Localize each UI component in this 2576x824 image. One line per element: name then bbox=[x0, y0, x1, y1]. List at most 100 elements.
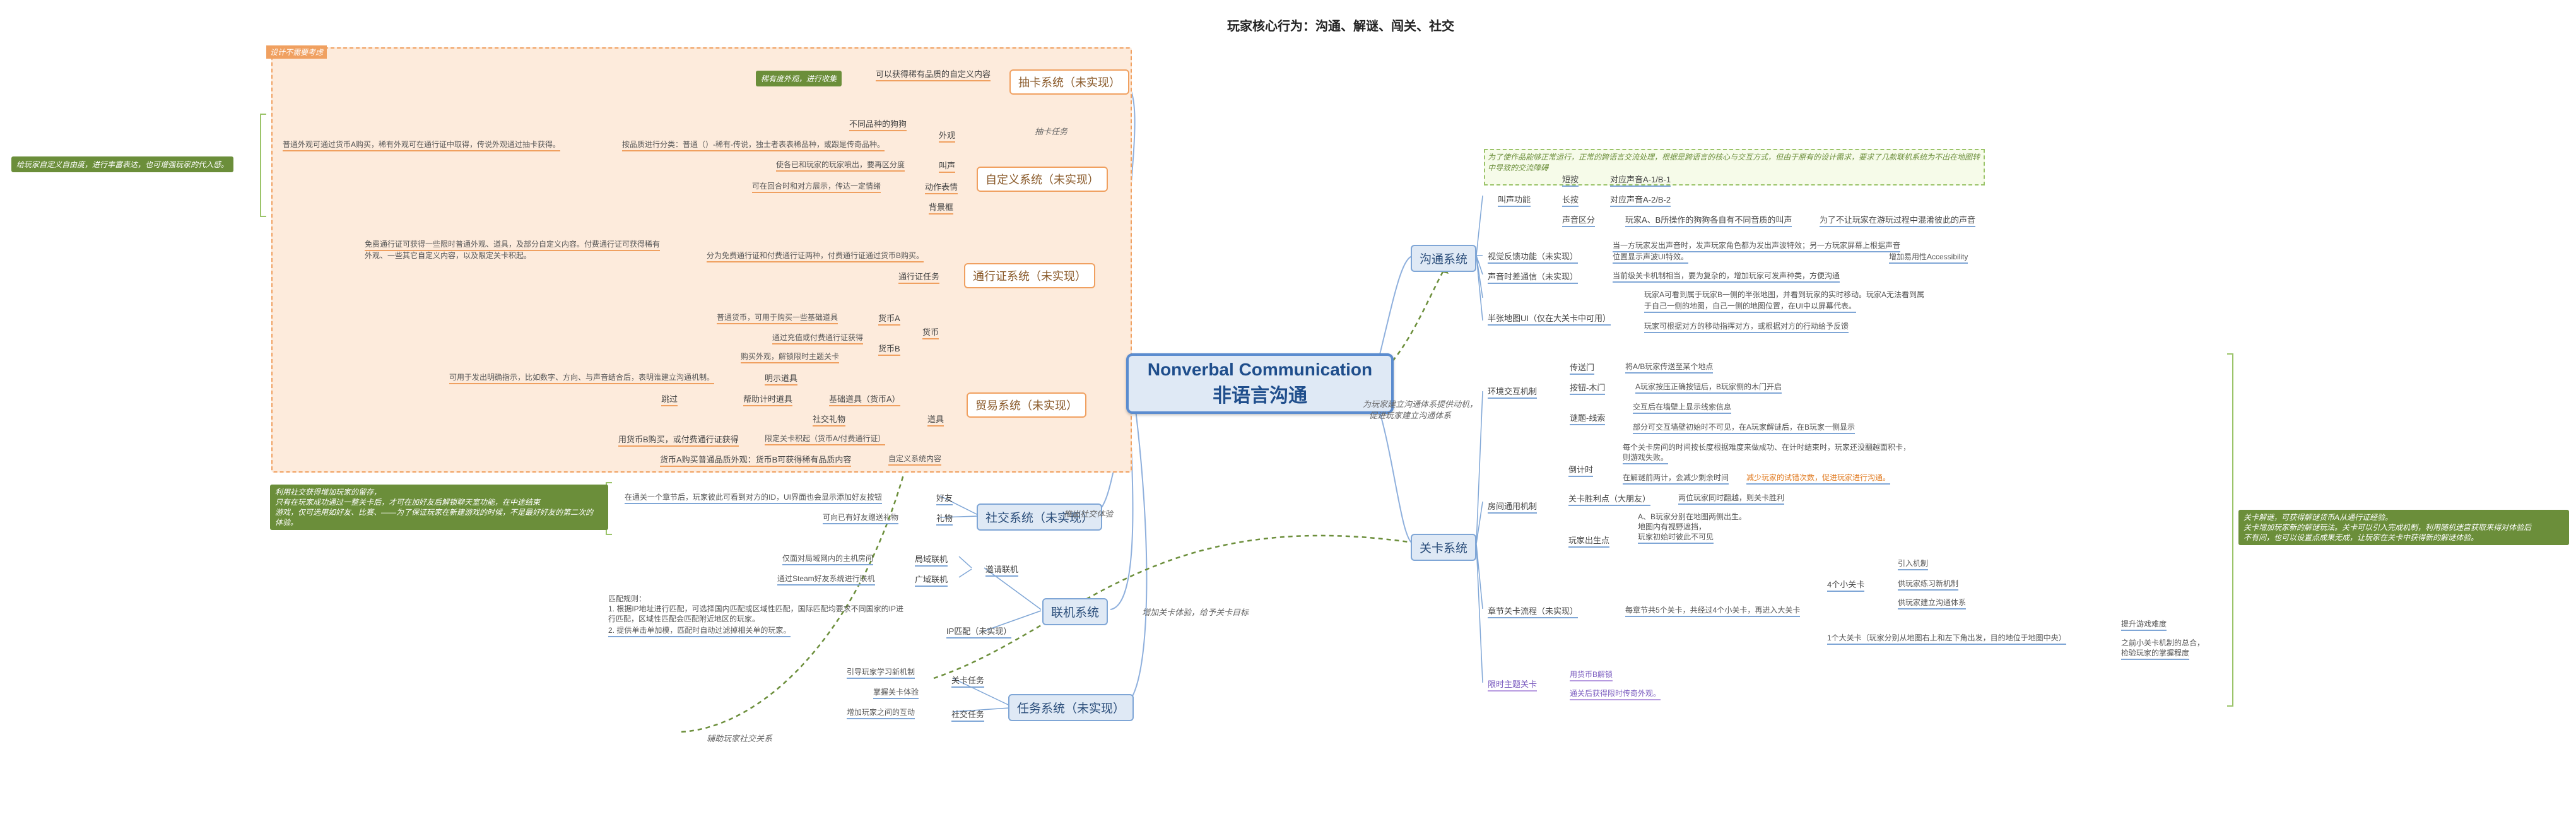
social-friend: 好友 bbox=[936, 491, 953, 505]
level-s2: 供玩家练习新机制 bbox=[1898, 578, 1959, 591]
level-small: 4个小关卡 bbox=[1827, 578, 1865, 592]
custom-call: 叫声 bbox=[939, 159, 956, 173]
custom-system-node[interactable]: 自定义系统（未实现） bbox=[977, 167, 1108, 192]
level-general: 房间通用机制 bbox=[1488, 500, 1538, 514]
online-match-2: 2. 提供单击单加模，匹配时自动过滤掉相关单的玩家。 bbox=[608, 625, 791, 637]
custom-quality-desc: 普通外观可通过货币A购买，稀有外观可在通行证中取得，传说外观通过抽卡获得。 bbox=[283, 139, 561, 151]
central-topic[interactable]: Nonverbal Communication 非语言沟通 bbox=[1126, 353, 1394, 414]
float-a1: 为玩家建立沟通体系提供动机， bbox=[1363, 399, 1478, 409]
page-title: 玩家核心行为：沟通、解谜、闯关、社交 bbox=[1227, 20, 1454, 33]
level-b2b: 检验玩家的掌握程度 bbox=[2121, 647, 2190, 660]
task-lt1: 引导玩家学习新机制 bbox=[847, 666, 915, 679]
trade-curB-desc-1: 通过充值或付费通行证获得 bbox=[772, 332, 864, 344]
trade-help: 帮助计时道具 bbox=[743, 392, 793, 406]
task-soc-task: 社交任务 bbox=[951, 708, 985, 722]
float-a2: 增加关卡体验，给予关卡目标 bbox=[1142, 608, 1249, 617]
level-big: 1个大关卡（玩家分别从地图右上和左下角出发，目的地位于地图中央） bbox=[1827, 632, 2066, 645]
float-draw-task: 抽卡任务 bbox=[1035, 127, 1068, 136]
comm-latency: 声音时差通信（未实现） bbox=[1488, 270, 1579, 284]
pass-split: 分为免费通行证和付费通行证两种，付费通行证通过货币B购买。 bbox=[707, 250, 924, 262]
trade-soc: 社交礼物 bbox=[813, 413, 846, 427]
trade-cus: 自定义系统内容 bbox=[888, 453, 942, 466]
comm-note: 为了使作品能够正常运行，正常的跨语言交流处理，根据是跨语言的核心与交互方式，但由… bbox=[1488, 153, 1980, 172]
dashed-arrow-social bbox=[933, 534, 1414, 680]
float-a3: 辅助玩家社交关系 bbox=[707, 734, 773, 743]
comm-voice-desc: 玩家A、B所操作的狗狗各自有不同音质的叫声 bbox=[1625, 213, 1792, 227]
level-timer-d3: 减少玩家的试错次数，促进玩家进行沟通。 bbox=[1746, 472, 1891, 485]
level-timer-d2: 在解谜前两计，会减少剩余时间 bbox=[1623, 472, 1729, 485]
level-timer-d1b: 则游戏失败。 bbox=[1623, 452, 1669, 464]
task-st1: 增加玩家之间的互动 bbox=[847, 707, 915, 719]
comm-mm1b: 于自己一侧的地图，自己一侧的地图位置，在UI中以屏幕代表。 bbox=[1644, 300, 1857, 313]
comm-short-v: 对应声音A-1/B-1 bbox=[1610, 173, 1671, 187]
custom-call-desc: 使各已和玩家的玩家喷出，要再区分度 bbox=[776, 159, 905, 172]
online-wan: 广域联机 bbox=[915, 573, 948, 587]
level-riddle-d1: 交互后在墙壁上显示线索信息 bbox=[1633, 401, 1732, 414]
comm-bark: 叫声功能 bbox=[1498, 193, 1531, 207]
online-match-1: 1. 根据IP地址进行匹配，可选择国内匹配或区域性匹配，国际匹配均要求不同国家的… bbox=[608, 604, 904, 613]
level-spawn-d1: A、B玩家分别在地图两侧出生。 bbox=[1638, 512, 1747, 521]
level-spawn-d3: 玩家初始时彼此不可见 bbox=[1638, 531, 1714, 544]
draw-system-node[interactable]: 抽卡系统（未实现） bbox=[1009, 69, 1129, 95]
social-system-node[interactable]: 社交系统（未实现） bbox=[977, 503, 1103, 531]
comm-visual: 视觉反馈功能（未实现） bbox=[1488, 250, 1579, 264]
draw-note: 稀有度外观，进行收集 bbox=[756, 71, 842, 86]
level-switch: 按钮-木门 bbox=[1570, 381, 1606, 395]
comm-voice-why: 为了不让玩家在游玩过程中混淆彼此的声音 bbox=[1820, 213, 1976, 227]
level-flow-desc: 每章节共5个关卡，共经过4个小关卡，再进入大关卡 bbox=[1625, 604, 1801, 617]
comm-voice-diff: 声音区分 bbox=[1562, 213, 1596, 227]
custom-action: 动作表情 bbox=[925, 180, 958, 194]
level-spawn-d2: 地图内有视野遮挡， bbox=[1638, 522, 1707, 531]
online-system-node[interactable]: 联机系统 bbox=[1042, 598, 1109, 625]
trade-buy-b: 货币A购买普通品质外观：货币B可获得稀有品质内容 bbox=[660, 453, 852, 467]
comm-latency-desc: 当前级关卡机制相当，要为复杂的，增加玩家可发声种类，方便沟通 bbox=[1613, 270, 1840, 283]
trade-curB-desc-2: 购买外观，解锁限时主题关卡 bbox=[741, 351, 840, 363]
task-lt2: 掌握关卡体验 bbox=[873, 686, 919, 699]
pass-system-node[interactable]: 通行证系统（未实现） bbox=[964, 263, 1095, 288]
note-custom: 给玩家自定义自由度，进行丰富表达，也可增强玩家的代入感。 bbox=[11, 156, 234, 172]
comm-system-node[interactable]: 沟通系统 bbox=[1411, 245, 1477, 272]
float-a4: 推出社交体验 bbox=[1064, 509, 1114, 519]
online-lan-desc: 仅面对局域网内的主机房间 bbox=[782, 553, 874, 565]
social-gift-desc: 可向已有好友赠送礼物 bbox=[823, 512, 899, 524]
trade-limit: 限定关卡积起（货币A/付费通行证） bbox=[765, 433, 886, 445]
level-spawn: 玩家出生点 bbox=[1568, 534, 1610, 548]
central-topic-zh: 非语言沟通 bbox=[1213, 386, 1307, 406]
custom-action-desc: 可在回合时和对方展示，传达一定情绪 bbox=[752, 180, 881, 193]
online-lan: 局域联机 bbox=[915, 553, 948, 567]
online-ip: IP匹配（未实现） bbox=[946, 625, 1012, 639]
level-theme-d1: 用货币B解锁 bbox=[1570, 669, 1613, 681]
note-social: 利用社交获得增加玩家的留存， 只有在玩家成功通过一整关卡后，才可在加好友后解锁聊… bbox=[270, 485, 608, 530]
draw-item: 可以获得稀有品质的自定义内容 bbox=[876, 68, 991, 81]
level-env: 环境交互机制 bbox=[1488, 385, 1538, 399]
trade-curA-desc: 普通货币，可用于购买一些基础道具 bbox=[717, 312, 838, 324]
online-join: 邀请联机 bbox=[985, 563, 1019, 577]
online-match-1b: 行匹配，区域性匹配会匹配附近地区的玩家。 bbox=[608, 615, 760, 623]
level-theme: 限时主题关卡 bbox=[1488, 678, 1538, 692]
custom-shape: 不同品种的狗狗 bbox=[849, 117, 907, 131]
trade-system-node[interactable]: 贸易系统（未实现） bbox=[967, 392, 1086, 418]
comm-visual-desc-2: 位置显示声波UI特效。 bbox=[1613, 251, 1689, 264]
level-b2: 之前小关卡机制的总合， bbox=[2121, 639, 2205, 647]
level-flow: 章节关卡流程（未实现） bbox=[1488, 604, 1579, 618]
trade-items: 道具 bbox=[927, 413, 944, 427]
right-brace bbox=[2227, 353, 2233, 707]
level-s3: 供玩家建立沟通体系 bbox=[1898, 597, 1967, 609]
dashed-arrow-comm bbox=[1375, 268, 1446, 379]
task-system-node[interactable]: 任务系统（未实现） bbox=[1008, 694, 1134, 721]
left-zone-tag: 设计不需要考虑 bbox=[266, 45, 327, 59]
trade-curB: 货币B bbox=[878, 342, 900, 356]
level-system-node[interactable]: 关卡系统 bbox=[1411, 534, 1477, 561]
trade-hint: 明示道具 bbox=[765, 372, 798, 386]
trade-curA: 货币A bbox=[878, 312, 900, 326]
left-brace-custom bbox=[260, 114, 266, 217]
level-checkpoint: 关卡胜利点（大朋友） bbox=[1568, 492, 1651, 506]
level-riddle: 谜题-线索 bbox=[1570, 411, 1606, 425]
note-level: 关卡解谜，可获得解谜货币A从通行证经验。 关卡增加玩家新的解谜玩法。关卡可以引入… bbox=[2238, 510, 2569, 545]
link-center-comm bbox=[1375, 255, 1414, 373]
custom-bg: 背景框 bbox=[929, 201, 954, 215]
comm-short: 短按 bbox=[1562, 173, 1579, 187]
pass-task: 通行证任务 bbox=[898, 270, 940, 284]
level-s1: 引入机制 bbox=[1898, 558, 1929, 570]
level-b1: 提升游戏难度 bbox=[2121, 618, 2167, 631]
